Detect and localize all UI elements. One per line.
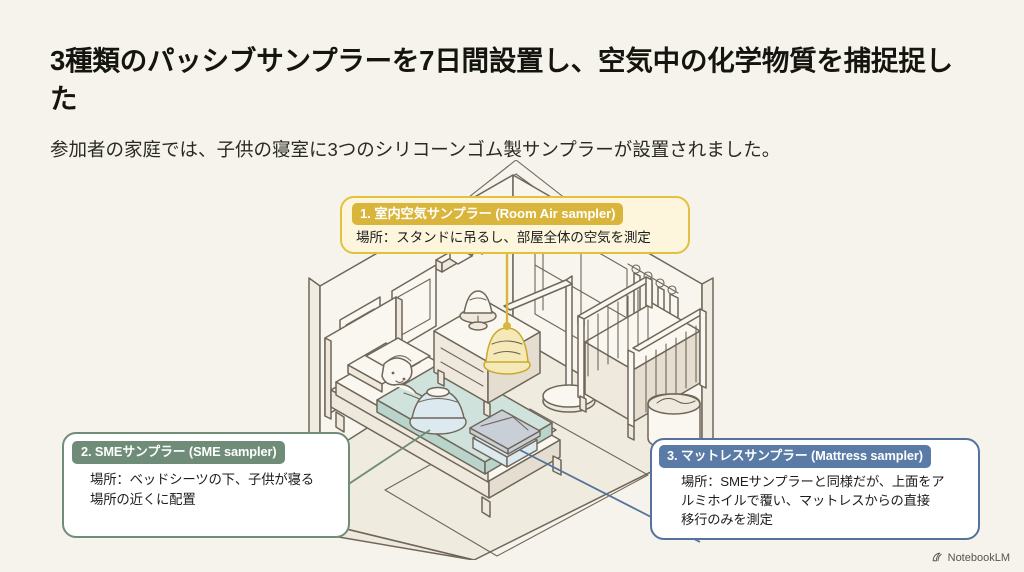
page-title: 3種類のパッシブサンプラーを7日間設置し、空気中の化学物質を捕捉捉した (50, 45, 953, 114)
nightstand (433, 300, 541, 418)
table-lamp (459, 290, 497, 331)
mattress-sampler (469, 409, 541, 468)
callout-2-body: 場所：ベッドシーツの下、子供が寝る 場所の近くに配置 (90, 472, 314, 507)
notebooklm-label: NotebookLM (947, 551, 1010, 564)
notebooklm-watermark: NotebookLM (931, 551, 1010, 564)
callout-1-badge: 1. 室内空気サンプラー (Room Air sampler) (352, 203, 624, 225)
callout-sme-sampler[interactable]: 2. SMEサンプラー (SME sampler) 場所：ベッドシーツの下、子供… (62, 432, 350, 538)
callout-2-badge: 2. SMEサンプラー (SME sampler) (72, 441, 285, 464)
callout-1-body: 場所：スタンドに吊るし、部屋全体の空気を測定 (356, 230, 651, 245)
notebooklm-logo-icon (931, 551, 944, 564)
callout-3-badge: 3. マットレスサンプラー (Mattress sampler) (659, 445, 931, 468)
callout-mattress-sampler[interactable]: 3. マットレスサンプラー (Mattress sampler) 場所：SMEサ… (650, 438, 980, 540)
page-subtitle: 参加者の家庭では、子供の寝室に3つのシリコーンゴム製サンプラーが設置されました。 (50, 139, 781, 160)
sme-sampler (409, 386, 467, 435)
room-air-sampler-stand (483, 236, 596, 413)
callout-room-air-sampler[interactable]: 1. 室内空気サンプラー (Room Air sampler) 場所：スタンドに… (340, 196, 690, 254)
callout-3-body: 場所：SMEサンプラーと同様だが、上面をア ルミホイルで覆い、マットレスからの直… (681, 474, 945, 527)
